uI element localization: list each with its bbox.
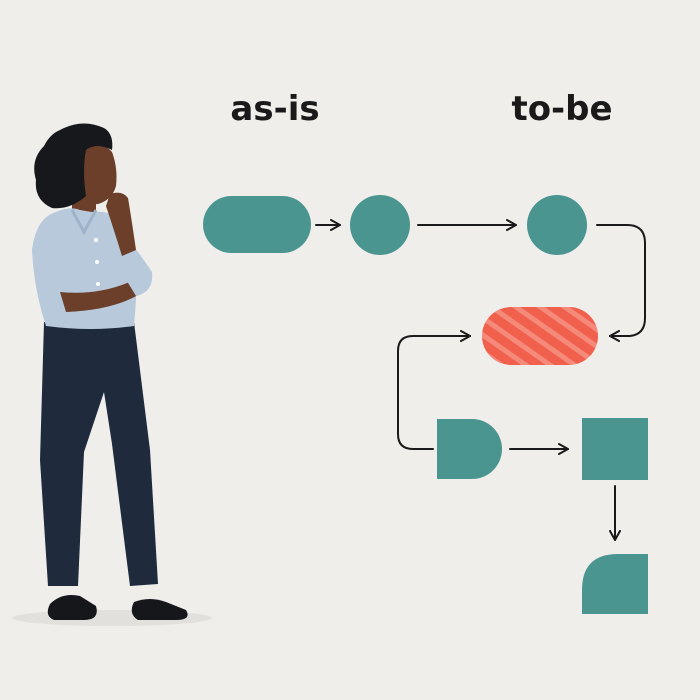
edges <box>315 219 646 541</box>
square-node <box>582 418 648 480</box>
quarter-round-node <box>582 554 648 614</box>
front-forearm <box>60 280 146 312</box>
to-be-label: to-be <box>511 89 612 129</box>
as-is-start-node <box>203 196 311 253</box>
shirt-collar <box>70 209 98 236</box>
highlighted-pill-node <box>482 307 598 365</box>
right-shoe <box>131 599 188 620</box>
as-is-circle-node <box>350 195 410 255</box>
as-is-label: as-is <box>230 89 319 129</box>
nodes <box>203 195 648 614</box>
to-be-circle-node <box>527 195 587 255</box>
hair <box>34 123 113 209</box>
edge-circle-to-highlight <box>596 224 646 342</box>
person-illustration <box>12 123 212 626</box>
d-shape-node <box>437 419 502 479</box>
left-shoe <box>47 595 97 620</box>
edge-dshape-to-highlight <box>397 330 471 450</box>
chin-hand <box>106 192 136 256</box>
trousers <box>40 322 158 586</box>
